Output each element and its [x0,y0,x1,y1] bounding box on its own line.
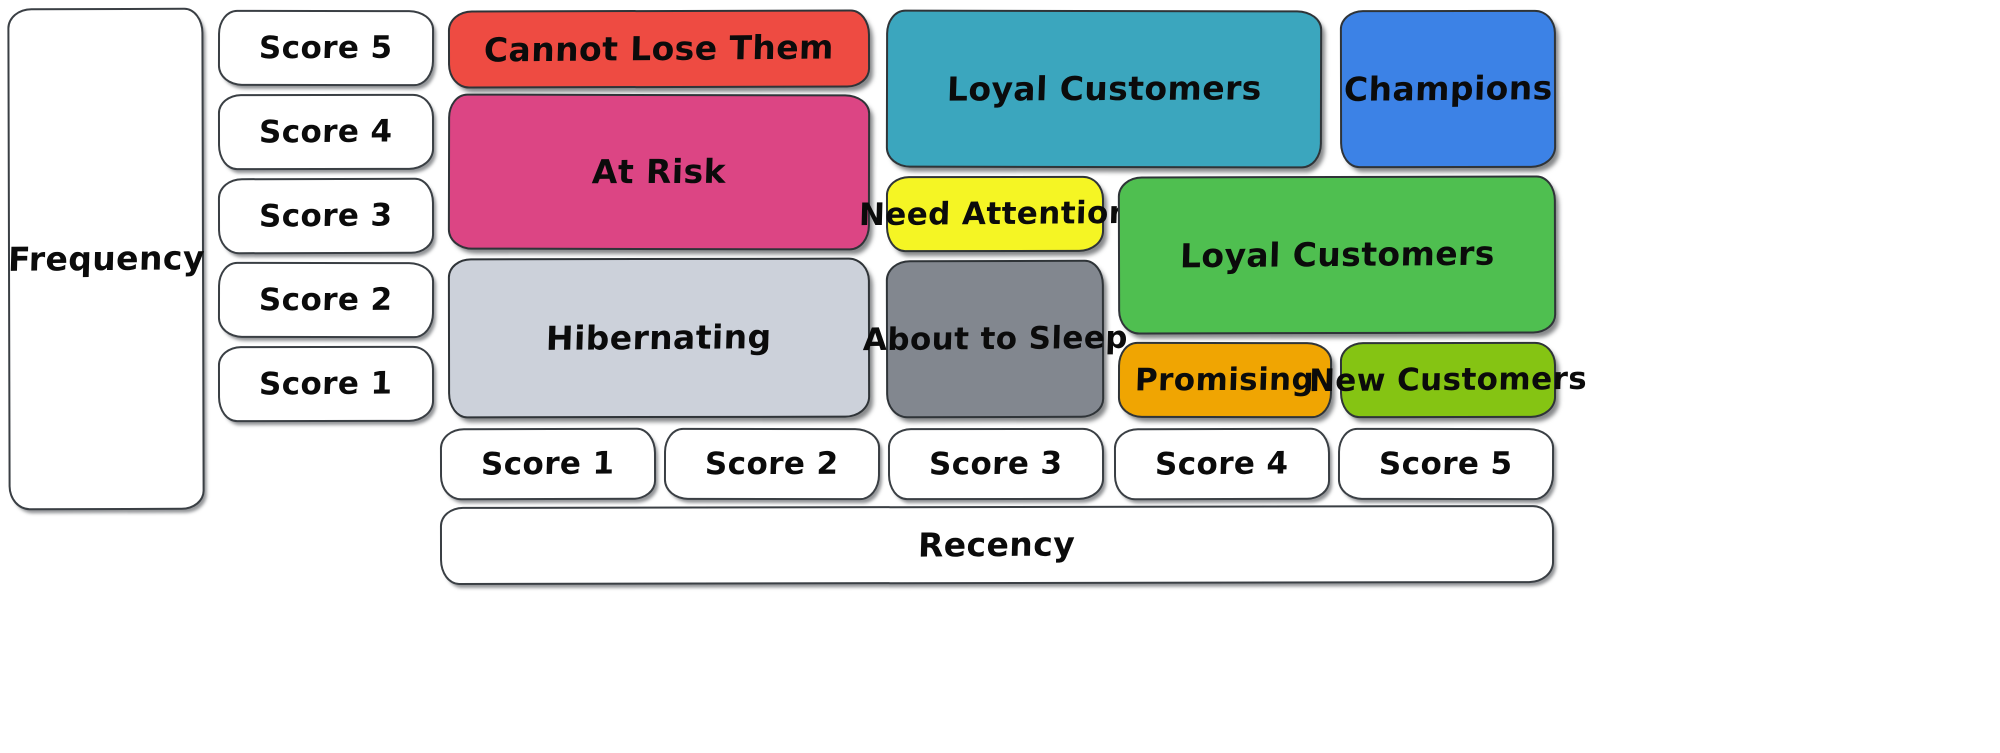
frequency-score-3[interactable]: Score 3 [217,177,435,255]
recency-score-1[interactable]: Score 1 [439,427,657,501]
recency-axis-text: Recency [917,524,1077,565]
frequency-score-5[interactable]: Score 5 [217,9,435,87]
segment-loyal-customers-teal[interactable]: Loyal Customers [885,9,1323,169]
recency-score-4[interactable]: Score 4 [1113,427,1331,501]
recency-score-2[interactable]: Score 2 [663,427,881,501]
segment-promising[interactable]: Promising [1117,341,1333,419]
segment-champions[interactable]: Champions [1339,9,1557,169]
segment-hibernating[interactable]: Hibernating [447,257,871,419]
segment-cannot-lose-them[interactable]: Cannot Lose Them [447,9,871,89]
frequency-score-4[interactable]: Score 4 [217,93,435,171]
segment-need-attention[interactable]: Need Attention [858,175,1132,253]
segment-about-to-sleep[interactable]: About to Sleep [862,259,1128,419]
frequency-axis-label: Frequency [7,7,205,511]
recency-score-3[interactable]: Score 3 [887,427,1105,501]
segment-loyal-customers-green[interactable]: Loyal Customers [1117,175,1557,335]
segment-new-customers[interactable]: New Customers [1308,341,1588,419]
segment-at-risk[interactable]: At Risk [447,93,871,251]
recency-score-5[interactable]: Score 5 [1337,427,1555,501]
frequency-score-1[interactable]: Score 1 [217,345,435,423]
recency-axis-label: Recency [439,505,1555,585]
frequency-score-2[interactable]: Score 2 [217,261,435,339]
frequency-axis-text: Frequency [7,237,205,279]
